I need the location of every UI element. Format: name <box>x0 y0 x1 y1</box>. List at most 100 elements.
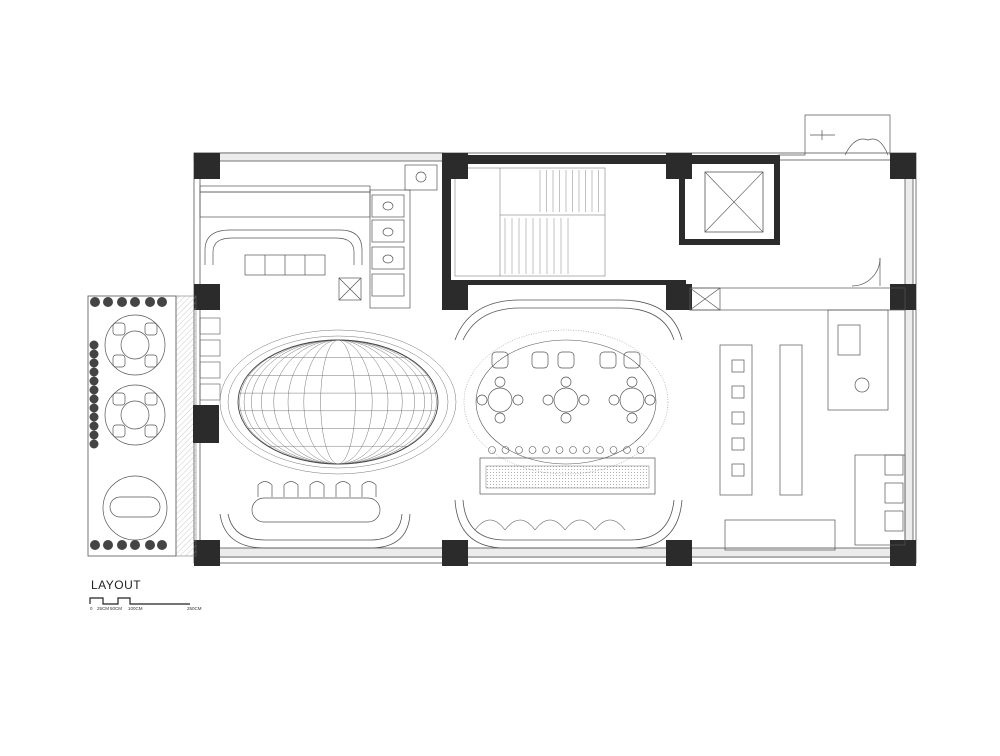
armchair <box>599 351 617 369</box>
column <box>666 540 692 566</box>
column <box>890 540 916 566</box>
armchair <box>623 351 641 369</box>
hedge <box>89 430 99 440</box>
bar-stool <box>555 446 564 454</box>
restrooms <box>371 164 438 297</box>
terrace-table-zone <box>104 384 166 446</box>
side-seat <box>199 383 221 401</box>
scale-label-25: 25CM <box>97 606 110 611</box>
counter-chair <box>504 519 536 531</box>
round-table <box>619 387 645 413</box>
hedge <box>103 540 113 550</box>
entrance <box>778 114 891 156</box>
round-dining-room <box>454 299 683 549</box>
column <box>890 153 916 179</box>
round-table <box>487 387 513 413</box>
counter-chair <box>564 519 596 531</box>
structural-columns <box>194 153 916 566</box>
main-dining-hall <box>199 317 457 549</box>
counter-chair <box>534 519 566 531</box>
bar-stool <box>609 446 618 454</box>
terrace-long-table <box>109 496 161 518</box>
hedge <box>117 297 127 307</box>
terrace-table <box>120 400 150 430</box>
counter-chair <box>474 519 506 531</box>
round-chair <box>560 412 572 424</box>
stair-core <box>442 155 780 305</box>
hedge <box>89 358 99 368</box>
kitchen-fixture <box>731 411 745 425</box>
round-chair <box>626 376 638 388</box>
kitchen-fixture <box>884 454 904 476</box>
hedge <box>89 412 99 422</box>
hedge <box>103 297 113 307</box>
scale-labels: 0 25CM 50CM 100CM 250CM <box>88 606 218 614</box>
hedge <box>89 394 99 404</box>
hedge <box>89 385 99 395</box>
kitchen-fixture <box>731 359 745 373</box>
kitchen-fixture <box>884 482 904 504</box>
round-chair <box>494 412 506 424</box>
bar-stool <box>596 446 604 454</box>
bar-stool <box>569 446 577 454</box>
hedge <box>157 540 167 550</box>
dome-meridian <box>239 339 437 465</box>
bar-stool <box>582 446 591 454</box>
round-chair <box>578 394 590 406</box>
round-table <box>553 387 579 413</box>
column <box>442 284 468 310</box>
hedge <box>89 340 99 350</box>
counter-chair <box>594 519 626 531</box>
booth-chair <box>309 481 325 497</box>
terrace-table-zone <box>102 475 168 541</box>
terrace-chair <box>144 354 158 368</box>
armchair <box>557 351 575 369</box>
outer-walls <box>193 152 917 564</box>
dome-meridian <box>251 339 425 465</box>
kitchen <box>689 257 906 551</box>
hedge <box>117 540 127 550</box>
booth-chair <box>361 481 377 497</box>
terrace-table <box>120 330 150 360</box>
hedge <box>130 540 140 550</box>
booth-chair <box>283 481 299 497</box>
kitchen-fixture <box>731 463 745 477</box>
kitchen-fixture <box>731 437 745 451</box>
dome-meridian <box>261 339 415 465</box>
hedge <box>145 297 155 307</box>
terrace <box>87 295 219 557</box>
scale-label-0: 0 <box>90 606 93 611</box>
round-chair <box>644 394 656 406</box>
side-seat <box>199 317 221 335</box>
bar-stool <box>528 446 537 454</box>
round-chair <box>542 394 554 406</box>
scale-label-100: 100CM <box>128 606 143 611</box>
round-chair <box>494 376 506 388</box>
column <box>194 540 220 566</box>
round-chair <box>608 394 620 406</box>
round-chair <box>512 394 524 406</box>
scale-label-50: 50CM <box>110 606 123 611</box>
terrace-chair <box>112 354 126 368</box>
column <box>442 153 468 179</box>
kitchen-fixture <box>884 510 904 532</box>
dome-meridian <box>273 339 403 465</box>
hedge <box>90 540 100 550</box>
hedge <box>89 367 99 377</box>
bar-stool <box>488 446 496 454</box>
bar-stool <box>636 446 645 454</box>
column <box>194 284 220 310</box>
side-seat <box>199 361 221 379</box>
dome-meridian <box>287 339 389 465</box>
hedge <box>90 297 100 307</box>
armchair <box>531 351 549 369</box>
hedge <box>89 349 99 359</box>
hedge <box>157 297 167 307</box>
bar-stool <box>542 446 550 454</box>
dome-meridian <box>320 339 356 465</box>
terrace-chair <box>112 424 126 438</box>
terrace-chair <box>144 392 158 406</box>
bar-stool <box>515 446 523 454</box>
booth-chair <box>335 481 351 497</box>
